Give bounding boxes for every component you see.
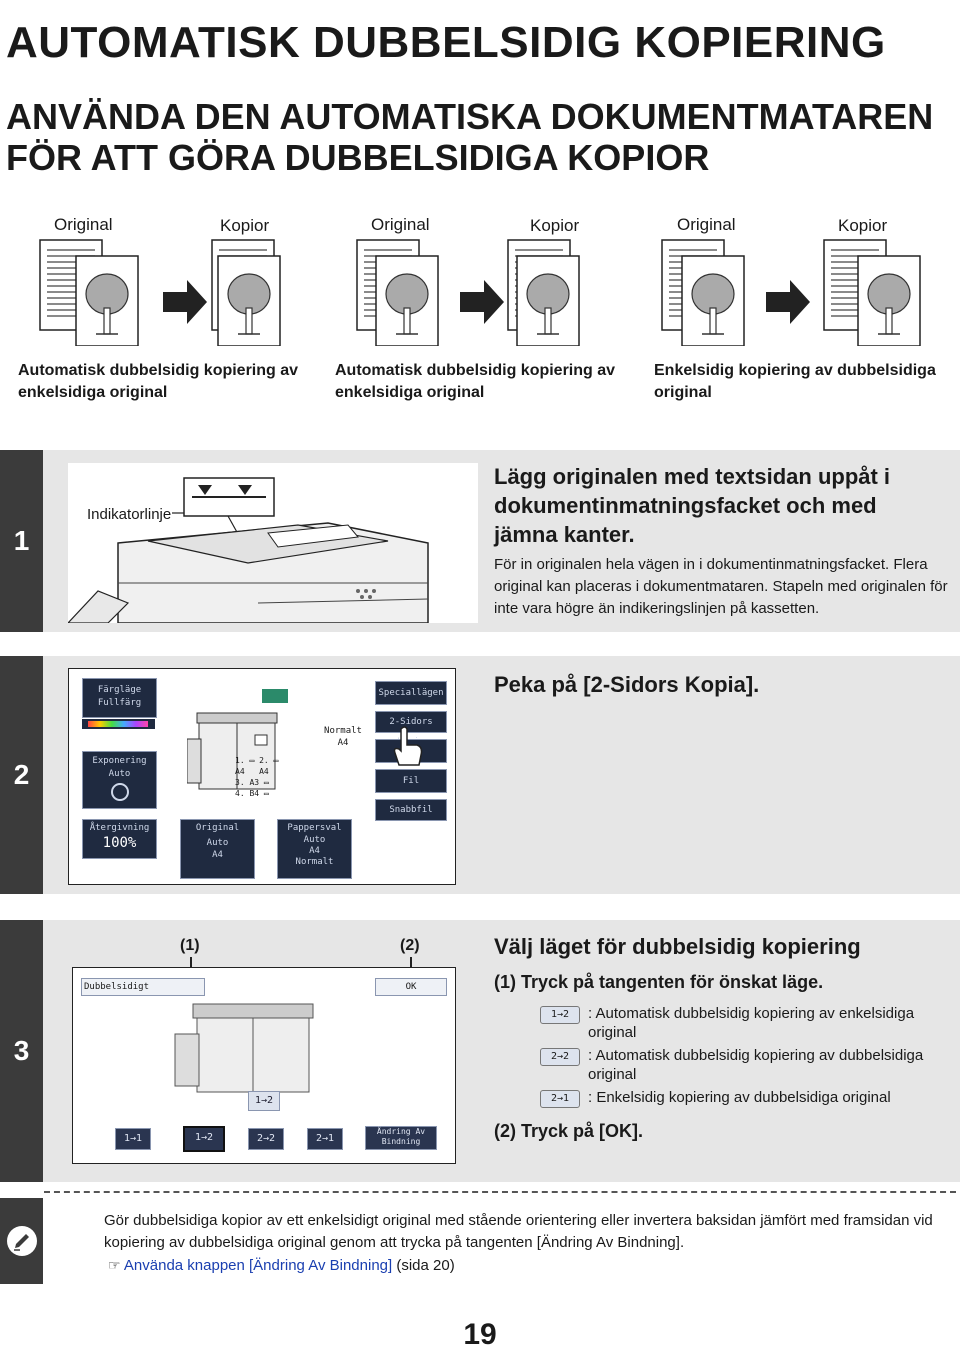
paper-select-label: Pappersval <box>287 823 342 833</box>
indicator-line-label: Indikatorlinje <box>87 506 172 523</box>
original-label: Original <box>195 823 240 833</box>
job-status-icon <box>262 689 288 703</box>
col1-original-label: Original <box>54 215 113 234</box>
note-link[interactable]: Använda knappen [Ändring Av Bindning] <box>123 1257 393 1274</box>
color-mode-key[interactable]: Färgläge Fullfärg <box>82 678 157 718</box>
duplex-touch-panel: Dubbelsidigt OK 1→2 1→1 1→2 2→2 2→1 Ändr… <box>72 967 456 1164</box>
paper-select-key[interactable]: Pappersval Auto A4 Normalt <box>277 819 352 879</box>
copier-preview-icon <box>174 1003 314 1093</box>
section-subtitle: ANVÄNDA DEN AUTOMATISKA DOKUMENTMATAREN … <box>6 96 933 178</box>
mode-1-2-desc: : Automatisk dubbelsidig kopiering av en… <box>588 1005 915 1041</box>
mode-1-1-key[interactable]: 1→1 <box>115 1128 151 1150</box>
original-size: A4 <box>212 850 223 860</box>
paper-select-type: Normalt <box>295 857 334 867</box>
note-text: Gör dubbelsidiga kopior av ett enkelsidi… <box>104 1212 933 1251</box>
step-2-number: 2 <box>0 656 43 894</box>
subtitle-line-1: ANVÄNDA DEN AUTOMATISKA DOKUMENTMATAREN <box>6 96 934 137</box>
col1-caption: Automatisk dubbelsidig kopiering av enke… <box>18 362 299 401</box>
exposure-key[interactable]: Exponering Auto <box>82 751 157 809</box>
section-divider <box>44 1191 956 1193</box>
step-3-sub-2: (2) Tryck på [OK]. <box>494 1121 644 1141</box>
copy-modes-illustration <box>39 239 921 346</box>
col1-copies-label: Kopior <box>220 216 270 235</box>
page-number: 19 <box>463 1318 497 1351</box>
ok-button[interactable]: OK <box>375 978 447 996</box>
tray-list: 1. ▭ 2. ▭ A4 A4 3. A3 ▭ 4. B4 ▭ <box>235 756 279 798</box>
subtitle-line-2: FÖR ATT GÖRA DUBBELSIDIGA KOPIOR <box>6 137 710 178</box>
exposure-label: Exponering <box>92 756 147 766</box>
color-bars-icon <box>82 719 155 729</box>
callout-2: (2) <box>400 937 420 954</box>
original-key[interactable]: Original Auto A4 <box>180 819 255 879</box>
original-auto: Auto <box>206 838 229 848</box>
reduction-value: 100% <box>102 835 137 851</box>
duplex-title-bar: Dubbelsidigt <box>81 978 205 996</box>
callout-1: (1) <box>180 937 200 954</box>
binding-change-key[interactable]: Ändring Av Bindning <box>365 1126 437 1150</box>
pointing-hand-icon <box>393 726 423 766</box>
mode-2-2-key-icon: 2→2 <box>540 1048 580 1066</box>
special-modes-key[interactable]: Speciallägen <box>375 681 447 705</box>
step-1-heading: Lägg originalen med textsidan uppåt i do… <box>494 464 891 547</box>
reduction-key[interactable]: Återgivning 100% <box>82 819 157 859</box>
note-reference: ☞ Använda knappen [Ändring Av Bindning] … <box>108 1254 455 1277</box>
step-1-number: 1 <box>0 450 43 632</box>
note-link-suffix: (sida 20) <box>396 1257 455 1274</box>
reference-hand-icon: ☞ <box>108 1257 121 1273</box>
step-2-heading: Peka på [2-Sidors Kopia]. <box>494 672 760 697</box>
mode-2-1-key[interactable]: 2→1 <box>307 1128 343 1150</box>
col3-caption: Enkelsidig kopiering av dubbelsidiga ori… <box>654 362 936 401</box>
exposure-value: Auto <box>108 769 131 779</box>
exposure-icon <box>110 783 129 801</box>
paper-select-size: A4 <box>309 846 320 856</box>
copy-touch-panel: Färgläge Fullfärg Speciallägen 1. ▭ 2. ▭… <box>68 668 456 885</box>
color-mode-value: Fullfärg <box>97 698 142 708</box>
mode-2-2-key[interactable]: 2→2 <box>248 1128 284 1150</box>
quick-file-key[interactable]: Snabbfil <box>375 799 447 821</box>
col2-caption: Automatisk dubbelsidig kopiering av enke… <box>335 362 616 401</box>
col2-copies-label: Kopior <box>530 216 580 235</box>
col3-copies-label: Kopior <box>838 216 888 235</box>
step-3-number: 3 <box>0 920 43 1182</box>
mode-1-2-key-icon: 1→2 <box>540 1006 580 1024</box>
machine-status-icon <box>187 712 278 790</box>
mode-2-1-desc: : Enkelsidig kopiering av dubbelsidiga o… <box>588 1089 891 1106</box>
page-title: AUTOMATISK DUBBELSIDIG KOPIERING <box>6 18 886 67</box>
paper-select-auto: Auto <box>303 835 326 845</box>
mode-list: 1→2 : Automatisk dubbelsidig kopiering a… <box>540 1004 950 1112</box>
mode-2-2-desc: : Automatisk dubbelsidig kopiering av du… <box>588 1047 924 1083</box>
color-mode-label: Färgläge <box>97 685 142 695</box>
step-3-sub-1: (1) Tryck på tangenten för önskat läge. <box>494 972 824 992</box>
step-1-body: För in originalen hela vägen in i dokume… <box>494 556 948 617</box>
file-key[interactable]: Fil <box>375 769 447 793</box>
selected-mode-preview: 1→2 <box>248 1091 280 1111</box>
mode-1-2-key[interactable]: 1→2 <box>183 1126 225 1152</box>
col2-original-label: Original <box>371 215 430 234</box>
step-3-heading: Välj läget för dubbelsidig kopiering <box>494 934 861 959</box>
pencil-note-icon <box>6 1226 37 1256</box>
copier-adf-icon <box>68 477 429 623</box>
machine-illustration: Indikatorlinje <box>68 463 478 623</box>
mode-2-1-key-icon: 2→1 <box>540 1090 580 1108</box>
col3-original-label: Original <box>677 215 736 234</box>
note-block <box>0 1198 43 1284</box>
paper-status: Normalt A4 <box>324 726 362 748</box>
reduction-label: Återgivning <box>89 823 150 833</box>
